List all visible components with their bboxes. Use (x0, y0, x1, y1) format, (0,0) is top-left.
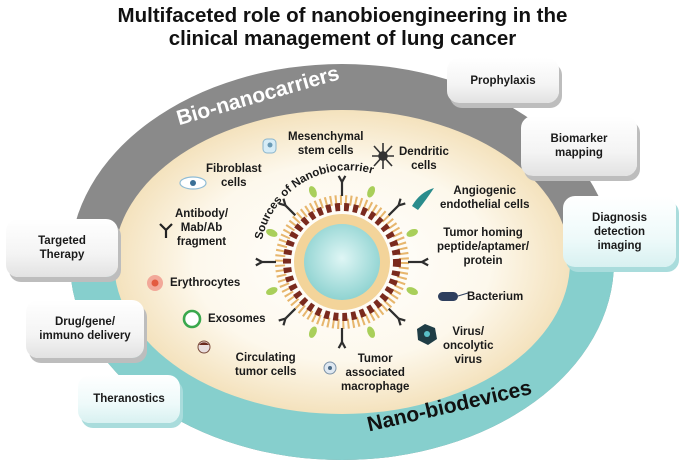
antibody-spike-arm (421, 261, 429, 267)
angiogenic-icon (412, 188, 434, 210)
exosome-icon (182, 309, 202, 329)
antibody-spike-arm (398, 202, 406, 207)
fibroblast-icon (179, 176, 207, 190)
diagram-title-line2: clinical management of lung cancer (168, 27, 517, 50)
antibody-spike-arm (255, 257, 263, 263)
peptide-ligand (406, 287, 418, 296)
prophylaxis-label: Prophylaxis (470, 74, 536, 87)
ctc-icon (197, 340, 211, 354)
dendritic-icon (372, 143, 394, 169)
peptide-ligand (308, 186, 317, 198)
peptide-ligand (308, 326, 317, 338)
antibody-spike (387, 307, 400, 320)
nanocarrier-graphic (275, 195, 409, 329)
peptide-ligand (367, 186, 376, 198)
virus-icon (417, 324, 437, 345)
bacterium-icon (438, 292, 469, 301)
erythrocytes-label: Erythrocytes (170, 277, 241, 289)
diagram-title-line1: Multifaceted role of nanobioengineering … (117, 4, 568, 27)
msc-icon (262, 138, 277, 154)
theranostics-label: Theranostics (93, 393, 165, 405)
antibody-spike (387, 204, 400, 217)
erythrocyte-icon (147, 275, 163, 291)
drug-delivery-card: Drug/gene/immuno delivery (26, 300, 144, 358)
antibody-spike-arm (397, 318, 402, 326)
antibody-icon (159, 223, 173, 238)
tam-icon (323, 361, 337, 375)
prophylaxis-card: Prophylaxis (447, 58, 559, 103)
peptide-ligand (406, 228, 418, 237)
antibody-spike-arm (278, 317, 286, 322)
peptide-ligand (367, 326, 376, 338)
antibody-spike (284, 204, 297, 217)
drug-delivery-label: Drug/gene/immuno delivery (39, 316, 131, 342)
bacterium-label: Bacterium (467, 291, 524, 303)
antibody-spike-arm (337, 341, 343, 349)
theranostics-card: Theranostics (78, 375, 180, 423)
antibody-spike (284, 307, 297, 320)
surface-ligands (255, 175, 429, 349)
peptide-ligand (266, 228, 278, 237)
antibody-spike-arm (341, 175, 347, 183)
peptide-ligand (266, 287, 278, 296)
exosomes-label: Exosomes (208, 313, 266, 325)
antibody-spike-arm (282, 198, 287, 206)
